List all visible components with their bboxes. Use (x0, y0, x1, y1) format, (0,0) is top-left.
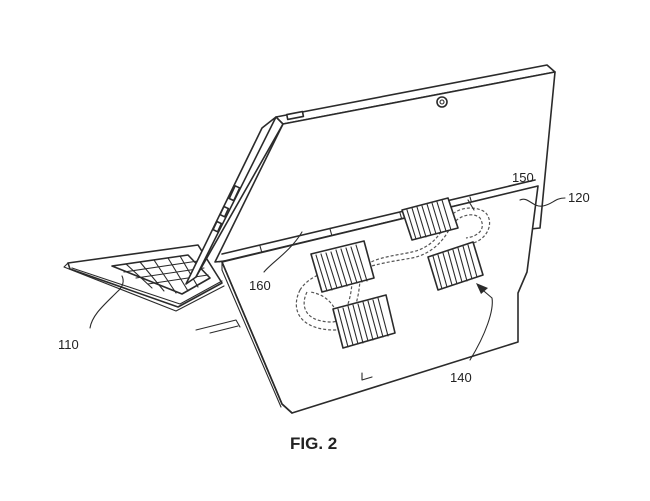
vent-grille (332, 294, 396, 349)
side-port (212, 220, 223, 233)
label-150: 150 (512, 170, 534, 185)
label-160: 160 (249, 278, 271, 293)
arrow-head-140 (476, 283, 488, 294)
side-port (228, 185, 241, 202)
label-120: 120 (568, 190, 590, 205)
power-button (285, 110, 305, 121)
leader-150 (467, 199, 475, 211)
label-110: 110 (58, 337, 79, 352)
heat-pipe-path-inner (303, 214, 483, 323)
leader-160 (263, 231, 303, 273)
leader-120 (519, 197, 566, 207)
vent-grille (427, 241, 484, 291)
leader-lines (89, 197, 566, 361)
figure-caption: FIG. 2 (290, 434, 337, 453)
camera-icon (436, 96, 448, 108)
vent-grille (401, 197, 459, 241)
leader-110 (89, 275, 124, 329)
label-140: 140 (450, 370, 472, 385)
side-port (219, 205, 230, 218)
leader-140 (469, 285, 493, 361)
vent-grille (310, 240, 375, 293)
